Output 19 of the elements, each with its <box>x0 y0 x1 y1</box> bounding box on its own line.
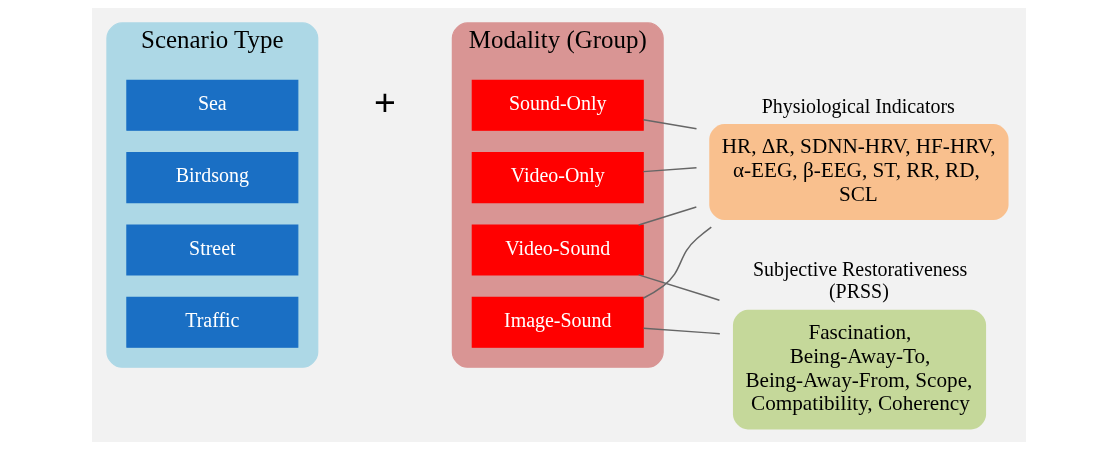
node-box: Sound-Only <box>471 79 644 131</box>
node-box: Birdsong <box>126 152 299 204</box>
node-box: Video-Only <box>471 152 644 204</box>
connector <box>637 206 698 226</box>
node-box: Sea <box>126 79 299 131</box>
label: + <box>374 80 396 123</box>
node-box: Image-Sound <box>471 296 644 348</box>
node-label: Subjective Restorativeness (PRSS) <box>752 257 968 303</box>
connector <box>642 119 698 130</box>
node-box: Video-Sound <box>471 224 644 276</box>
node-box: Street <box>126 224 299 276</box>
connector <box>642 226 713 300</box>
node-box: Traffic <box>126 296 299 348</box>
connector <box>642 167 698 173</box>
node-box: HR, ΔR, SDNN-HRV, HF-HRV, α-EEG, β-EEG, ST, RR, RD, SCL <box>709 124 1009 220</box>
connector <box>637 274 721 301</box>
node-label: Physiological Indicators <box>761 94 955 117</box>
node-box: Fascination, Being-Away-To, Being-Away-From, Scope, Compatibility, Coherency <box>732 309 987 430</box>
connector <box>642 327 721 335</box>
